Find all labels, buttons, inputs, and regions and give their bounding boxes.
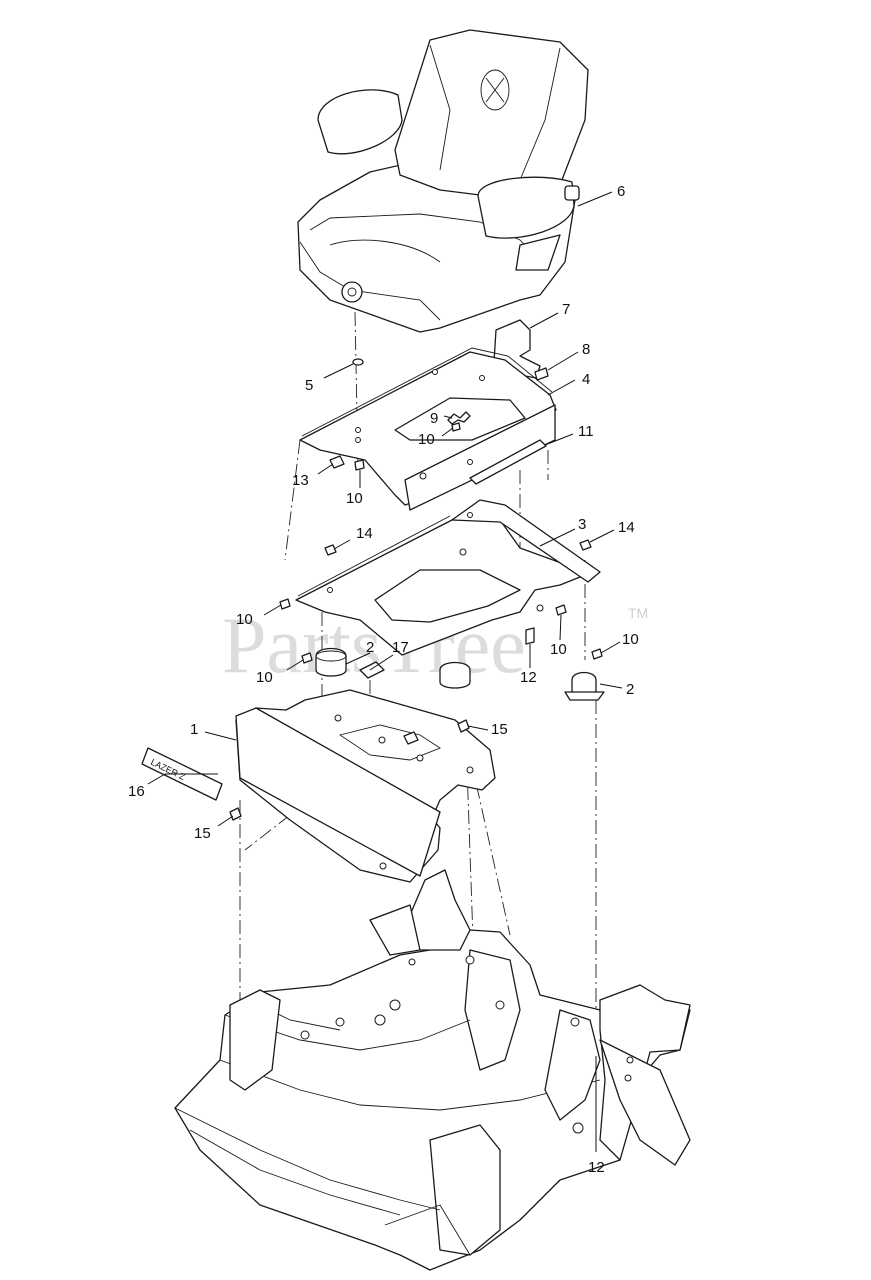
- seat-base-plate-3[interactable]: [295, 499, 601, 656]
- callout-10-e: 10: [550, 641, 567, 658]
- callout-numbers: 6 7 8 4 5 9 10 11 13 10 14 3 14 10 10 10…: [128, 183, 639, 1176]
- washer-5[interactable]: [352, 358, 364, 366]
- chassis-frame: [174, 869, 691, 1271]
- callout-2-a: 2: [366, 639, 374, 656]
- callout-16: 16: [128, 783, 145, 800]
- callout-10-f: 10: [622, 631, 639, 648]
- isolator-2-right[interactable]: [564, 671, 605, 701]
- label-17[interactable]: [359, 661, 385, 679]
- callout-10-c: 10: [236, 611, 253, 628]
- nut-10-right[interactable]: [591, 648, 603, 660]
- callout-12-b: 12: [588, 1159, 605, 1176]
- seat-assembly[interactable]: [297, 29, 589, 333]
- nut-10-left-lower[interactable]: [301, 652, 313, 664]
- callout-2-b: 2: [626, 681, 634, 698]
- callout-12-a: 12: [520, 669, 537, 686]
- callout-6: 6: [617, 183, 625, 200]
- callout-13: 13: [292, 472, 309, 489]
- nut-10-center[interactable]: [555, 604, 567, 616]
- callout-15-a: 15: [491, 721, 508, 738]
- isolator-2-left[interactable]: [315, 647, 347, 677]
- callout-17: 17: [392, 639, 409, 656]
- callout-10-a: 10: [418, 431, 435, 448]
- callout-5: 5: [305, 377, 313, 394]
- spring-9[interactable]: [447, 411, 471, 425]
- callout-15-b: 15: [194, 825, 211, 842]
- isolator-2-center[interactable]: [439, 661, 471, 689]
- leader-lines: [147, 191, 623, 1152]
- callout-7: 7: [562, 301, 570, 318]
- plate-4-hardware[interactable]: [329, 422, 461, 471]
- callout-14-b: 14: [618, 519, 635, 536]
- callout-14-a: 14: [356, 525, 373, 542]
- callout-10-d: 10: [256, 669, 273, 686]
- seat-plate-4[interactable]: [299, 347, 557, 511]
- nut-14-right[interactable]: [579, 539, 592, 551]
- callout-11: 11: [578, 423, 594, 440]
- seat-pan-1[interactable]: [235, 689, 496, 883]
- callout-9: 9: [430, 410, 438, 427]
- bolt-12-upper[interactable]: [525, 627, 535, 645]
- nut-10-left-upper[interactable]: [279, 598, 291, 610]
- screw-8[interactable]: [534, 367, 549, 381]
- bolt-15-lower[interactable]: [229, 807, 242, 821]
- rod-11[interactable]: [469, 439, 547, 485]
- bolt-15-upper[interactable]: [457, 719, 470, 733]
- callout-1: 1: [190, 721, 198, 738]
- nut-14-left[interactable]: [324, 544, 337, 556]
- callout-8: 8: [582, 341, 590, 358]
- callout-3: 3: [578, 516, 586, 533]
- watermark-tm: TM: [628, 605, 648, 621]
- callout-10-b: 10: [346, 490, 363, 507]
- callout-4: 4: [582, 371, 590, 388]
